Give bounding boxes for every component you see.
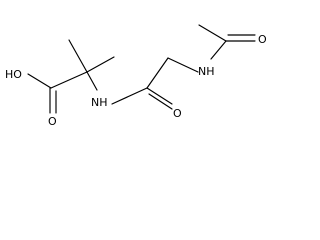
bond-cq-carboxyl xyxy=(50,71,88,89)
atom-label-amide-nh-2: NH xyxy=(198,65,215,78)
atom-label-amide-o-1: O xyxy=(173,107,182,120)
atom-label-carboxyl-oh: HO xyxy=(5,68,22,81)
bond-group xyxy=(27,24,256,114)
bond-acetyl-methyl xyxy=(198,24,227,42)
bond-amide-o-b xyxy=(148,93,173,110)
atom-label-acetyl-o: O xyxy=(258,33,267,46)
bond-ch2-nh2 xyxy=(167,57,199,73)
bond-amide-ch2 xyxy=(146,57,169,89)
molecule-svg: HO O NH O NH O xyxy=(5,24,267,128)
bond-nh1-amide xyxy=(111,87,148,105)
structure-diagram: HO O NH O NH O xyxy=(5,24,267,128)
bond-nh2-acetyl xyxy=(210,40,227,60)
bond-cq-methyl1 xyxy=(68,39,88,73)
atom-label-carboxyl-o: O xyxy=(48,115,57,128)
atom-label-group: HO O NH O NH O xyxy=(5,33,267,128)
bond-cq-nh1 xyxy=(86,71,98,91)
atom-label-amide-nh-1: NH xyxy=(91,96,108,109)
bond-carboxyl-oh xyxy=(27,73,52,89)
bond-amide-o-a xyxy=(146,87,173,105)
bond-cq-methyl2 xyxy=(86,56,115,73)
